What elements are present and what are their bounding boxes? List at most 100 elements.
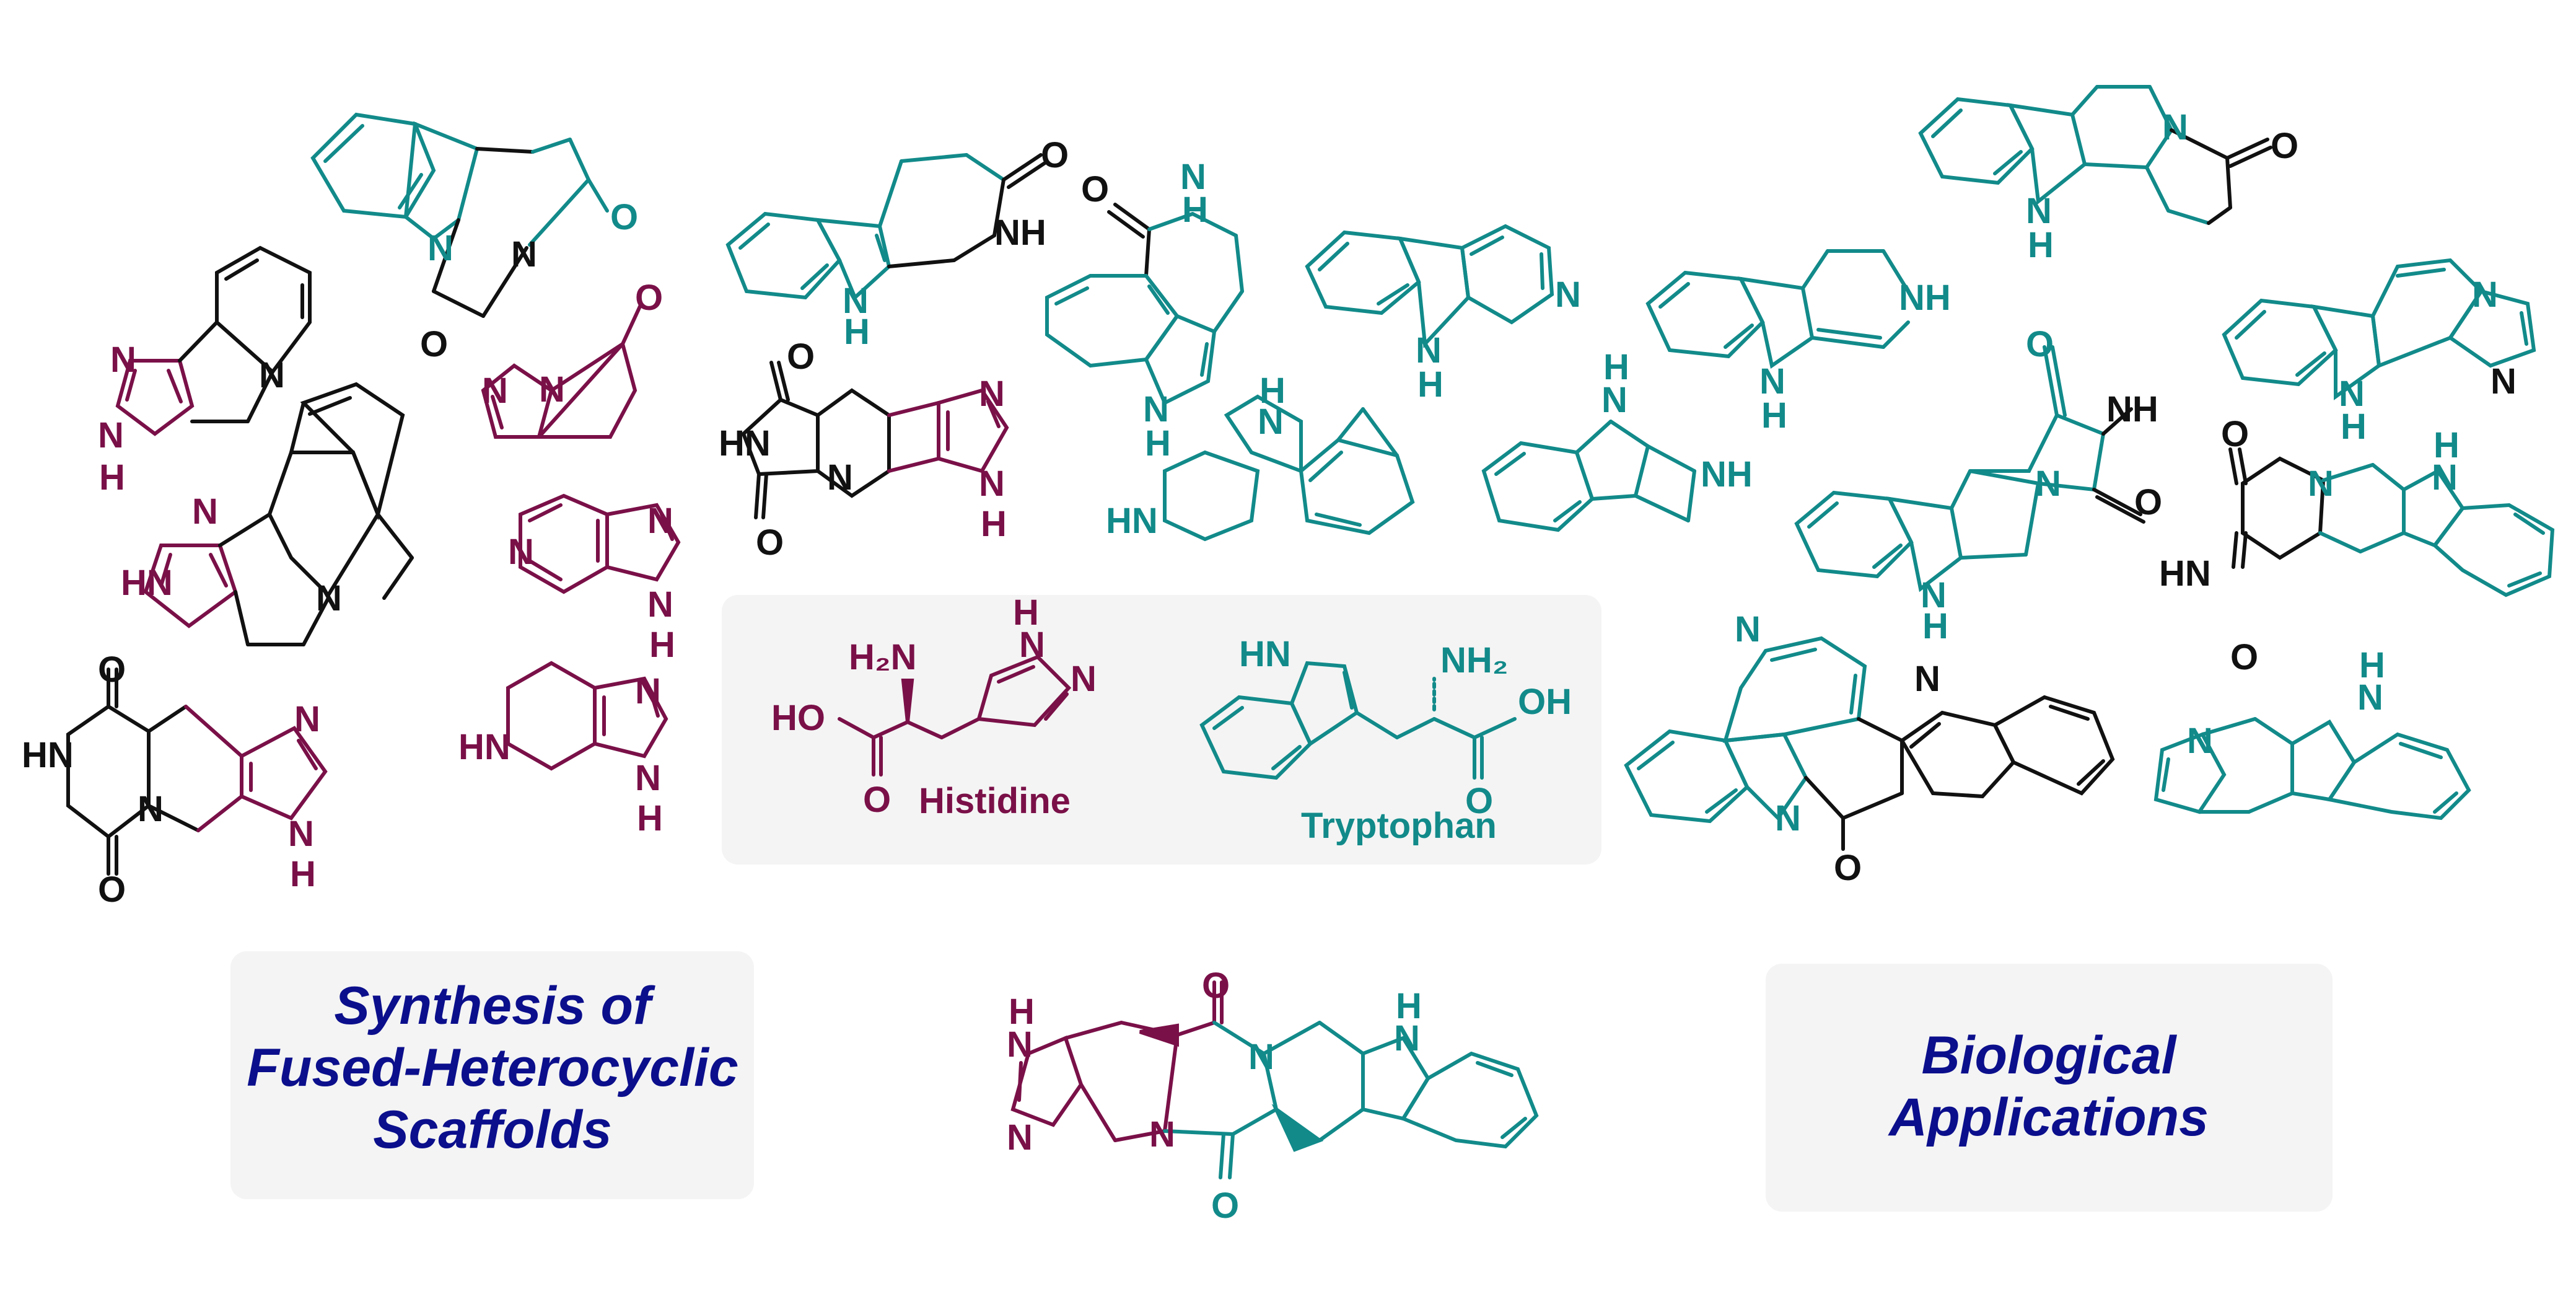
atom-label: H: [981, 504, 1007, 544]
atom-label: N: [647, 584, 673, 625]
atom-label: O: [2221, 414, 2249, 454]
atom-label: O: [1041, 135, 1069, 175]
diketopiperazine-imidazole-scaffold: O HN N O N N H: [22, 649, 328, 910]
atom-label: H: [1417, 364, 1444, 405]
atom-label: N: [1914, 659, 1940, 699]
atom-label: O: [787, 337, 815, 377]
diketopiperazine-carboline-scaffold: O N HN O N H: [2159, 414, 2555, 677]
imidazocarboline-scaffold: N N N H: [2222, 258, 2536, 447]
atom-label: N: [427, 228, 453, 268]
tryptophan-name: Tryptophan: [1301, 806, 1497, 846]
atom-label: O: [2026, 324, 2054, 364]
tryptophan-carbonyl-o: O: [1465, 781, 1493, 821]
beta-carboline-scaffold: N N H: [1305, 224, 1581, 405]
atom-label: N: [635, 758, 661, 798]
atom-label: O: [420, 324, 448, 364]
atom-label: N: [1007, 1024, 1033, 1065]
atom-label: N: [138, 789, 164, 829]
atom-label: H: [1009, 992, 1035, 1032]
atom-label: N: [2357, 677, 2383, 718]
atom-label: H: [1145, 423, 1171, 464]
azepinoindolone-scaffold: O N H N H: [1045, 157, 1244, 464]
imidazoindole-lactam-scaffold: N N O O: [310, 112, 638, 364]
atom-label: O: [610, 197, 638, 237]
atom-label: HN: [22, 735, 74, 775]
atom-label: N: [1555, 275, 1581, 315]
atom-label: O: [635, 278, 663, 318]
atom-label: N: [508, 532, 534, 572]
atom-label: N: [843, 281, 869, 321]
atom-label: H: [1922, 606, 1948, 646]
atom-label: N: [827, 457, 853, 498]
atom-label: N: [2026, 191, 2052, 231]
synthesis-label: Synthesis of Fused-Heterocyclic Scaffold…: [247, 976, 738, 1160]
atom-label: HN: [458, 727, 510, 767]
atom-label: N: [316, 578, 342, 619]
biological-label-panel: [1766, 964, 2333, 1212]
histidine-structure: H₂N HO O N H N Histidine: [771, 592, 1097, 821]
biological-label-line2: Applications: [1888, 1088, 2209, 1147]
atom-label: N: [2472, 275, 2498, 315]
atom-label: HN: [1106, 501, 1158, 541]
atom-label: N: [1759, 361, 1785, 402]
synthesis-label-panel: [230, 951, 754, 1199]
histidine-ring-n2: N: [1071, 659, 1097, 699]
atom-label: H: [844, 312, 870, 352]
azepinoindole-scaffold: NH N H: [1645, 249, 1951, 436]
atom-label: HN: [2159, 553, 2211, 594]
atom-label: O: [1081, 169, 1109, 209]
pyrroloindoline-scaffold: N H NH: [1481, 347, 1753, 532]
indolizinoindolone-scaffold: N N H O: [1918, 85, 2298, 265]
atom-label: N: [1143, 389, 1169, 429]
atom-label: N: [2491, 361, 2517, 402]
atom-label: H: [99, 457, 125, 498]
atom-label: HN: [121, 563, 173, 603]
indolonaphthyridinone-scaffold: N N N O: [1624, 609, 2115, 888]
hydantoin-imidazopyridine-scaffold: O HN N O N N H: [719, 337, 1009, 563]
atom-label: H: [1260, 371, 1286, 411]
imidazopyridine-small-scaffold: N N N H: [508, 493, 681, 665]
hybrid-target-molecule: N H N O N N O N H: [1007, 966, 1539, 1226]
synthesis-label-line1: Synthesis of: [334, 976, 655, 1036]
synthesis-label-line2: Fused-Heterocyclic: [247, 1038, 738, 1098]
atom-label: N: [1149, 1114, 1175, 1155]
atom-label: N: [539, 369, 565, 410]
atom-label: N: [511, 234, 537, 275]
atom-label: N: [259, 355, 285, 395]
cyclopentaquinolizine-scaffold: N HN N: [121, 382, 414, 646]
atom-label: N: [2308, 464, 2334, 504]
atom-label: N: [1180, 157, 1206, 197]
atom-label: H: [1603, 347, 1629, 387]
atom-label: H: [1761, 395, 1787, 436]
atom-label: O: [1202, 966, 1230, 1006]
atom-label: NH: [1701, 454, 1753, 495]
azepinoindole-lactam-scaffold: N H NH O: [725, 135, 1069, 352]
atom-label: H: [637, 798, 663, 839]
atom-label: HN: [719, 423, 771, 464]
atom-label: N: [2432, 457, 2458, 498]
atom-label: N: [1601, 380, 1628, 420]
atom-label: O: [2271, 126, 2298, 166]
atom-label: N: [1416, 330, 1442, 371]
atom-label: N: [192, 491, 218, 532]
atom-label: O: [756, 522, 784, 563]
histidine-carbonyl-o: O: [863, 780, 891, 820]
tryptophan-structure: HN NH₂ OH O Tryptophan: [1199, 634, 1572, 846]
atom-label: H: [1182, 190, 1208, 230]
atom-label: H: [649, 625, 675, 665]
atom-label: H: [2359, 645, 2385, 685]
atom-label: N: [98, 415, 124, 456]
atom-label: NH: [1899, 278, 1951, 318]
atom-label: NH: [994, 213, 1046, 253]
atom-label: O: [98, 649, 126, 690]
atom-label: N: [647, 501, 673, 541]
atom-label: O: [98, 870, 126, 910]
atom-label: N: [1775, 798, 1801, 839]
atom-label: H: [2028, 225, 2054, 265]
atom-label: O: [1211, 1186, 1239, 1226]
atom-label: O: [2230, 637, 2258, 677]
atom-label: N: [2035, 464, 2061, 504]
biological-label: Biological Applications: [1888, 1026, 2209, 1147]
atom-label: N: [979, 374, 1005, 414]
